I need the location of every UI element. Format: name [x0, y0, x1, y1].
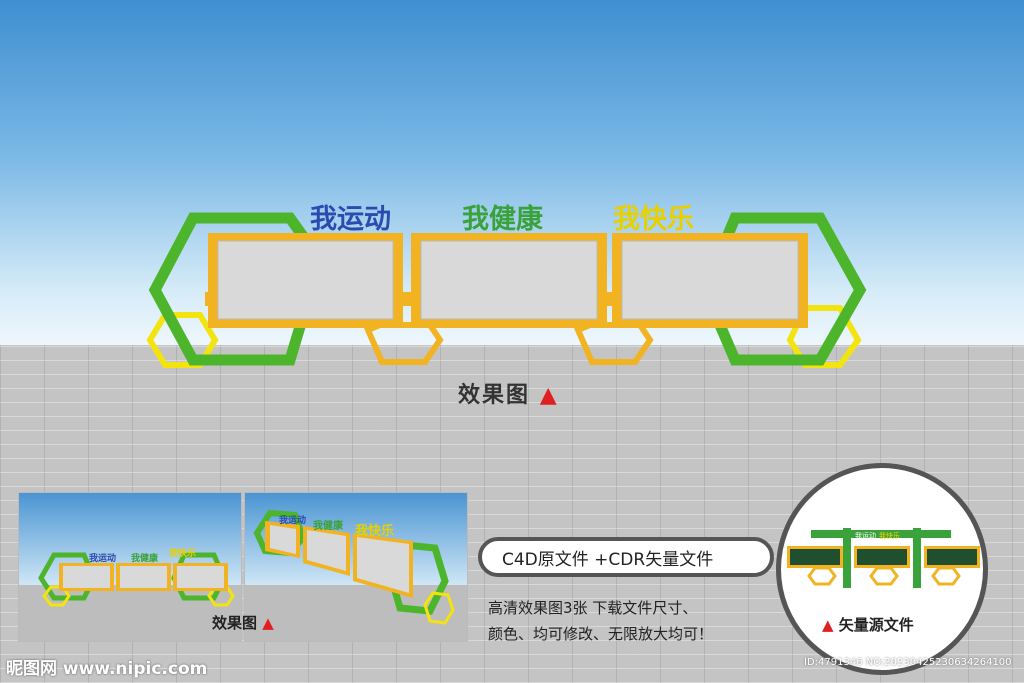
heading-2: 我健康 [462, 203, 544, 235]
watermark-site: 昵图网 www.nipic.com [6, 659, 208, 679]
thumb-render: 我运动 我健康 我快乐 [38, 547, 235, 607]
watermark-id: ID:4791346 NO:20230425230634264100 [804, 657, 1012, 668]
thumb1-heading-1: 我运动 [89, 552, 116, 564]
description: 高清效果图3张 下载文件尺寸、 颜色、均可修改、无限放大均可！ [488, 595, 788, 647]
vector-source-label: ▲ 矢量源文件 [822, 614, 914, 635]
thumbnail-angle: 我运动 我健康 我快乐 [244, 492, 468, 642]
thumb2-render: 我运动 我健康 我快乐 [253, 509, 455, 625]
heading-1: 我运动 [310, 204, 391, 235]
thumb1-heading-2: 我健康 [131, 552, 159, 564]
file-format-pill: C4D原文件 +CDR矢量文件 [478, 537, 774, 577]
hex-orange-2 [574, 322, 654, 365]
board-1-panel [217, 240, 394, 320]
thumb-caption-text: 效果图 [212, 614, 258, 632]
thumb2-heading-2: 我健康 [313, 519, 344, 532]
board-3-panel [621, 240, 799, 320]
vector-label-text: 矢量源文件 [838, 616, 914, 634]
main-caption: 效果图 ▲ [458, 377, 559, 409]
thumbnail-front: 我运动 我健康 我快乐 [18, 492, 242, 642]
description-line-1: 高清效果图3张 下载文件尺寸、 [488, 599, 698, 617]
vector-heading-2: 我快乐 [879, 531, 900, 540]
board-2-panel [420, 240, 598, 320]
vector-preview: 我运动 我快乐 [787, 528, 980, 588]
thumb-caption-triangle: ▲ [262, 614, 274, 632]
description-line-2: 颜色、均可修改、无限放大均可！ [488, 625, 714, 643]
heading-3: 我快乐 [613, 204, 694, 235]
thumb-caption: 效果图 ▲ [212, 612, 274, 633]
hex-green-right [699, 212, 867, 366]
vector-triangle: ▲ [822, 616, 834, 634]
caption-triangle: ▲ [539, 383, 559, 408]
vector-heading-1: 我运动 [855, 531, 876, 540]
thumb1-heading-3: 我快乐 [169, 547, 196, 559]
thumb2-heading-3: 我快乐 [355, 523, 394, 539]
vector-preview-circle: 我运动 我快乐 [776, 463, 988, 675]
file-format-text: C4D原文件 +CDR矢量文件 [502, 549, 714, 570]
thumb-ground [19, 584, 241, 641]
caption-text: 效果图 [458, 383, 531, 408]
hex-orange-1 [364, 322, 444, 365]
thumb2-heading-1: 我运动 [279, 514, 306, 526]
